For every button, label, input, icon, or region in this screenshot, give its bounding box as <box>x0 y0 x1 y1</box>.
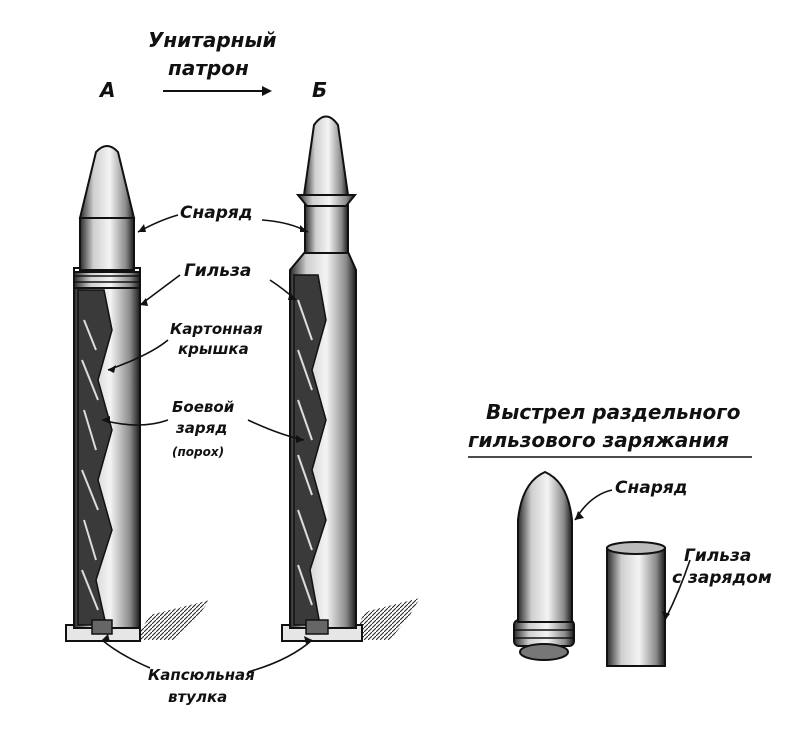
cartridge-b-shadow <box>290 598 420 640</box>
variant-b-label: Б <box>312 78 328 102</box>
cartridge-b-projectile-neck <box>304 204 349 254</box>
cartridge-a <box>65 145 210 642</box>
separate-title-line1: Выстрел раздельного <box>486 400 741 424</box>
variant-a-label: А <box>100 78 116 102</box>
cartridge-b-flange <box>295 194 358 207</box>
separate-label-case-line1: Гильза <box>684 546 752 566</box>
separate-case <box>606 541 666 667</box>
separate-title-line2: гильзового заряжания <box>468 428 730 452</box>
cartridge-b-powder <box>297 299 313 606</box>
label-cardboard-line2: крышка <box>178 340 249 358</box>
cartridge-a-projectile-body <box>79 217 135 271</box>
label-cardboard-line1: Картонная <box>170 320 263 338</box>
separate-case-body <box>606 547 666 667</box>
separate-projectile-band <box>513 619 575 647</box>
label-primer-line1: Капсюльная <box>148 666 255 684</box>
label-projectile: Снаряд <box>180 203 253 223</box>
separate-label-case-line2: с зарядом <box>672 568 772 588</box>
separate-projectile <box>513 470 575 661</box>
cartridge-a-projectile-nose <box>78 145 136 219</box>
separate-label-projectile: Снаряд <box>615 478 688 498</box>
label-charge-line3: (порох) <box>172 445 225 459</box>
label-case: Гильза <box>184 261 252 281</box>
cartridge-b <box>281 115 420 642</box>
unitary-title-line2: патрон <box>168 56 249 80</box>
separate-projectile-body <box>517 470 573 623</box>
label-primer-line2: втулка <box>168 688 228 706</box>
label-charge-line1: Боевой <box>172 398 235 416</box>
cartridge-a-primer <box>91 619 113 635</box>
cartridge-b-projectile-nose <box>302 115 350 196</box>
separate-projectile-base <box>519 643 569 661</box>
cartridge-b-primer <box>305 619 329 635</box>
separate-case-top <box>606 541 666 555</box>
unitary-title-line1: Унитарный <box>148 28 277 52</box>
label-charge-line2: заряд <box>176 419 228 437</box>
cartridge-a-shadow <box>70 600 210 640</box>
title-arrow <box>163 86 272 96</box>
cartridge-a-powder <box>81 319 99 611</box>
leader-arrowheads <box>102 224 670 644</box>
